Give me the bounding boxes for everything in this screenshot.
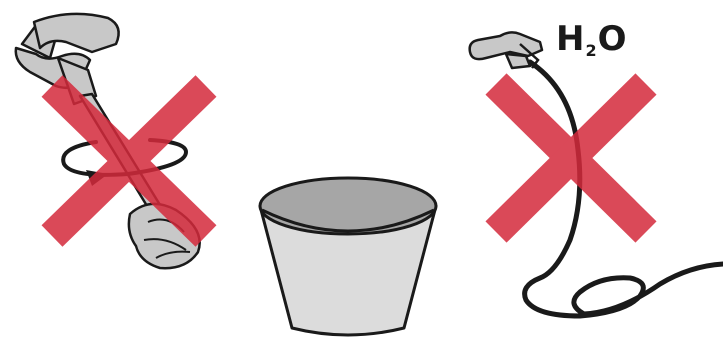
bucket-icon [260, 178, 436, 335]
water-label-subscript: 2 [585, 41, 596, 60]
water-label-h: H [556, 19, 584, 59]
prohibition-cross-right [496, 84, 646, 232]
water-label-o: O [598, 19, 627, 59]
water-formula-label: H2O [556, 22, 627, 56]
